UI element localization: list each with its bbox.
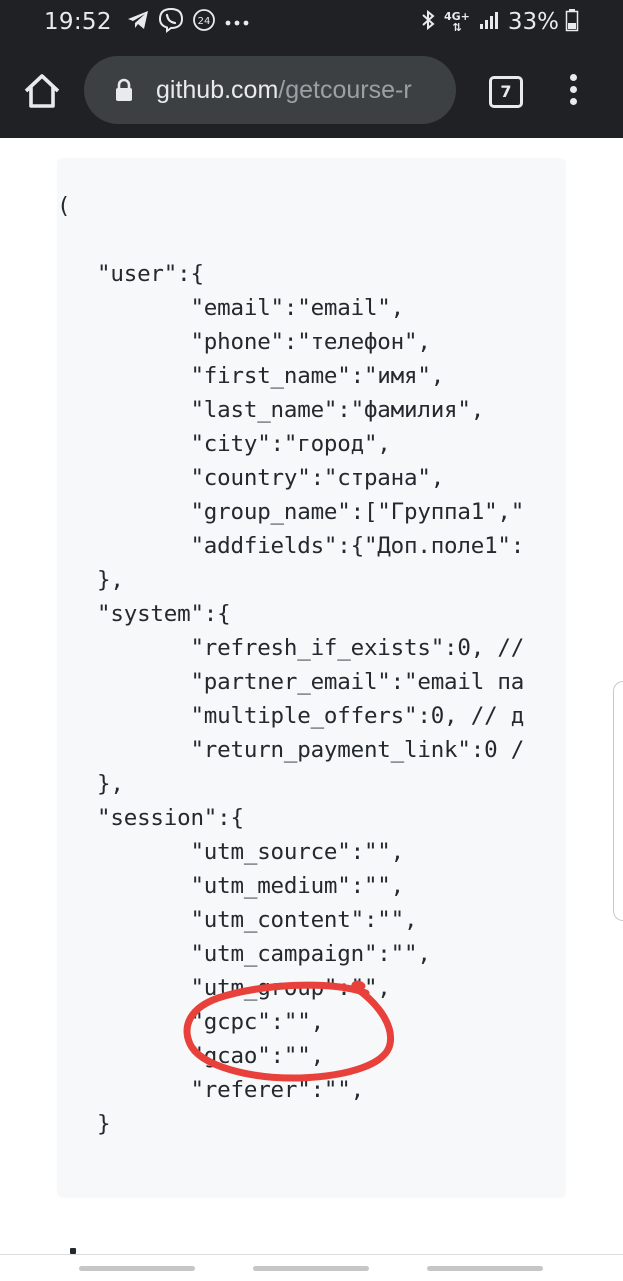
url-text[interactable]: github.com/getcourse-r — [156, 56, 412, 124]
code-line: "utm_content":"", — [57, 907, 418, 933]
code-line: "utm_source":"", — [57, 839, 404, 865]
url-path: /getcourse-r — [278, 76, 412, 104]
code-line: "gcao":"", — [57, 1043, 324, 1069]
code-line: "user":{ — [57, 261, 204, 287]
tab-switcher-button[interactable]: 7 — [489, 76, 523, 108]
address-bar[interactable]: github.com/getcourse-r — [84, 56, 456, 124]
home-button[interactable] — [22, 72, 62, 110]
next-section-marker — [70, 1248, 76, 1254]
browser-menu-button[interactable] — [565, 74, 581, 108]
code-line: "gcpc":"", — [57, 1009, 324, 1035]
code-line: }, — [57, 771, 124, 797]
code-line: "email":"email", — [57, 295, 404, 321]
status-bar: 19:52 24 4G+⇅ 33% — [0, 0, 623, 44]
back-button[interactable] — [427, 1266, 543, 1271]
code-line: "utm_group":"", — [57, 975, 391, 1001]
network-type-icon: 4G+⇅ — [443, 10, 470, 34]
code-line: ( — [57, 193, 71, 219]
telegram-icon — [126, 9, 150, 35]
code-line: "multiple_offers":0, // д — [57, 703, 525, 729]
code-line: "phone":"телефон", — [57, 329, 431, 355]
code-line: "group_name":["Группа1"," — [57, 499, 525, 525]
signal-icon — [478, 9, 500, 35]
battery-icon — [565, 8, 579, 36]
viber-icon — [158, 7, 184, 37]
code-line: "last_name":"фамилия", — [57, 397, 485, 423]
code-line: "session":{ — [57, 805, 244, 831]
code-line: "addfields":{"Доп.поле1": — [57, 533, 525, 559]
battery-percent: 33% — [507, 9, 559, 35]
code-line: "city":"город", — [57, 431, 391, 457]
24-icon: 24 — [192, 8, 216, 36]
browser-toolbar: github.com/getcourse-r 7 — [0, 44, 623, 138]
menu-dot — [569, 98, 577, 105]
code-line: "partner_email":"email па — [57, 669, 525, 695]
navigation-bar — [0, 1254, 623, 1281]
page-content: ( "user":{ "email":"email", "phone":"тел… — [0, 138, 623, 1254]
code-line: "return_payment_link":0 / — [57, 737, 525, 763]
menu-dot — [569, 74, 577, 81]
network-type-label: 4G+ — [443, 10, 470, 23]
code-line: "refresh_if_exists":0, // — [57, 635, 525, 661]
more-notifications-icon — [224, 13, 250, 32]
url-host: github.com — [156, 76, 279, 104]
clock: 19:52 — [44, 9, 112, 35]
code-line: "country":"страна", — [57, 465, 445, 491]
code-line: }, — [57, 567, 124, 593]
bluetooth-icon — [420, 8, 436, 36]
code-line: } — [57, 1111, 111, 1137]
svg-text:24: 24 — [197, 16, 210, 27]
code-line: "utm_medium":"", — [57, 873, 404, 899]
code-line: "referer":"", — [57, 1077, 364, 1103]
recent-apps-button[interactable] — [79, 1266, 195, 1271]
lock-icon — [114, 78, 134, 106]
code-line: "system":{ — [57, 601, 231, 627]
home-gesture-button[interactable] — [253, 1266, 369, 1271]
home-icon — [24, 74, 60, 108]
menu-dot — [569, 86, 577, 93]
code-line: "utm_campaign":"", — [57, 941, 431, 967]
scroll-handle[interactable] — [613, 681, 623, 921]
code-block[interactable]: ( "user":{ "email":"email", "phone":"тел… — [57, 158, 566, 1198]
code-line: "first_name":"имя", — [57, 363, 445, 389]
